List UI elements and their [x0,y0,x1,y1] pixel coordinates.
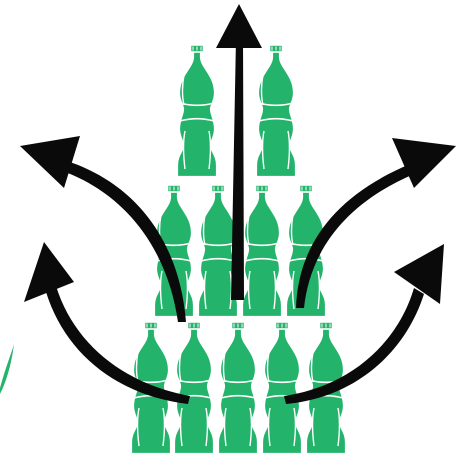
soda-bottle-icon [172,320,216,456]
bottle-row-bottom [129,320,348,456]
curved-arrow-icon [216,4,262,300]
curved-arrow-icon [20,136,186,322]
soda-bottle-icon [216,320,260,456]
arrows [20,4,456,404]
leaf-fragment [0,344,14,394]
soda-bottle-icon [240,183,284,319]
soda-bottle-icon [175,43,219,179]
curved-arrow-icon [296,138,456,308]
curved-arrow-icon [24,242,190,404]
soda-bottle-icon [254,43,298,179]
curved-arrow-icon [284,244,444,404]
soda-bottle-icon [260,320,304,456]
